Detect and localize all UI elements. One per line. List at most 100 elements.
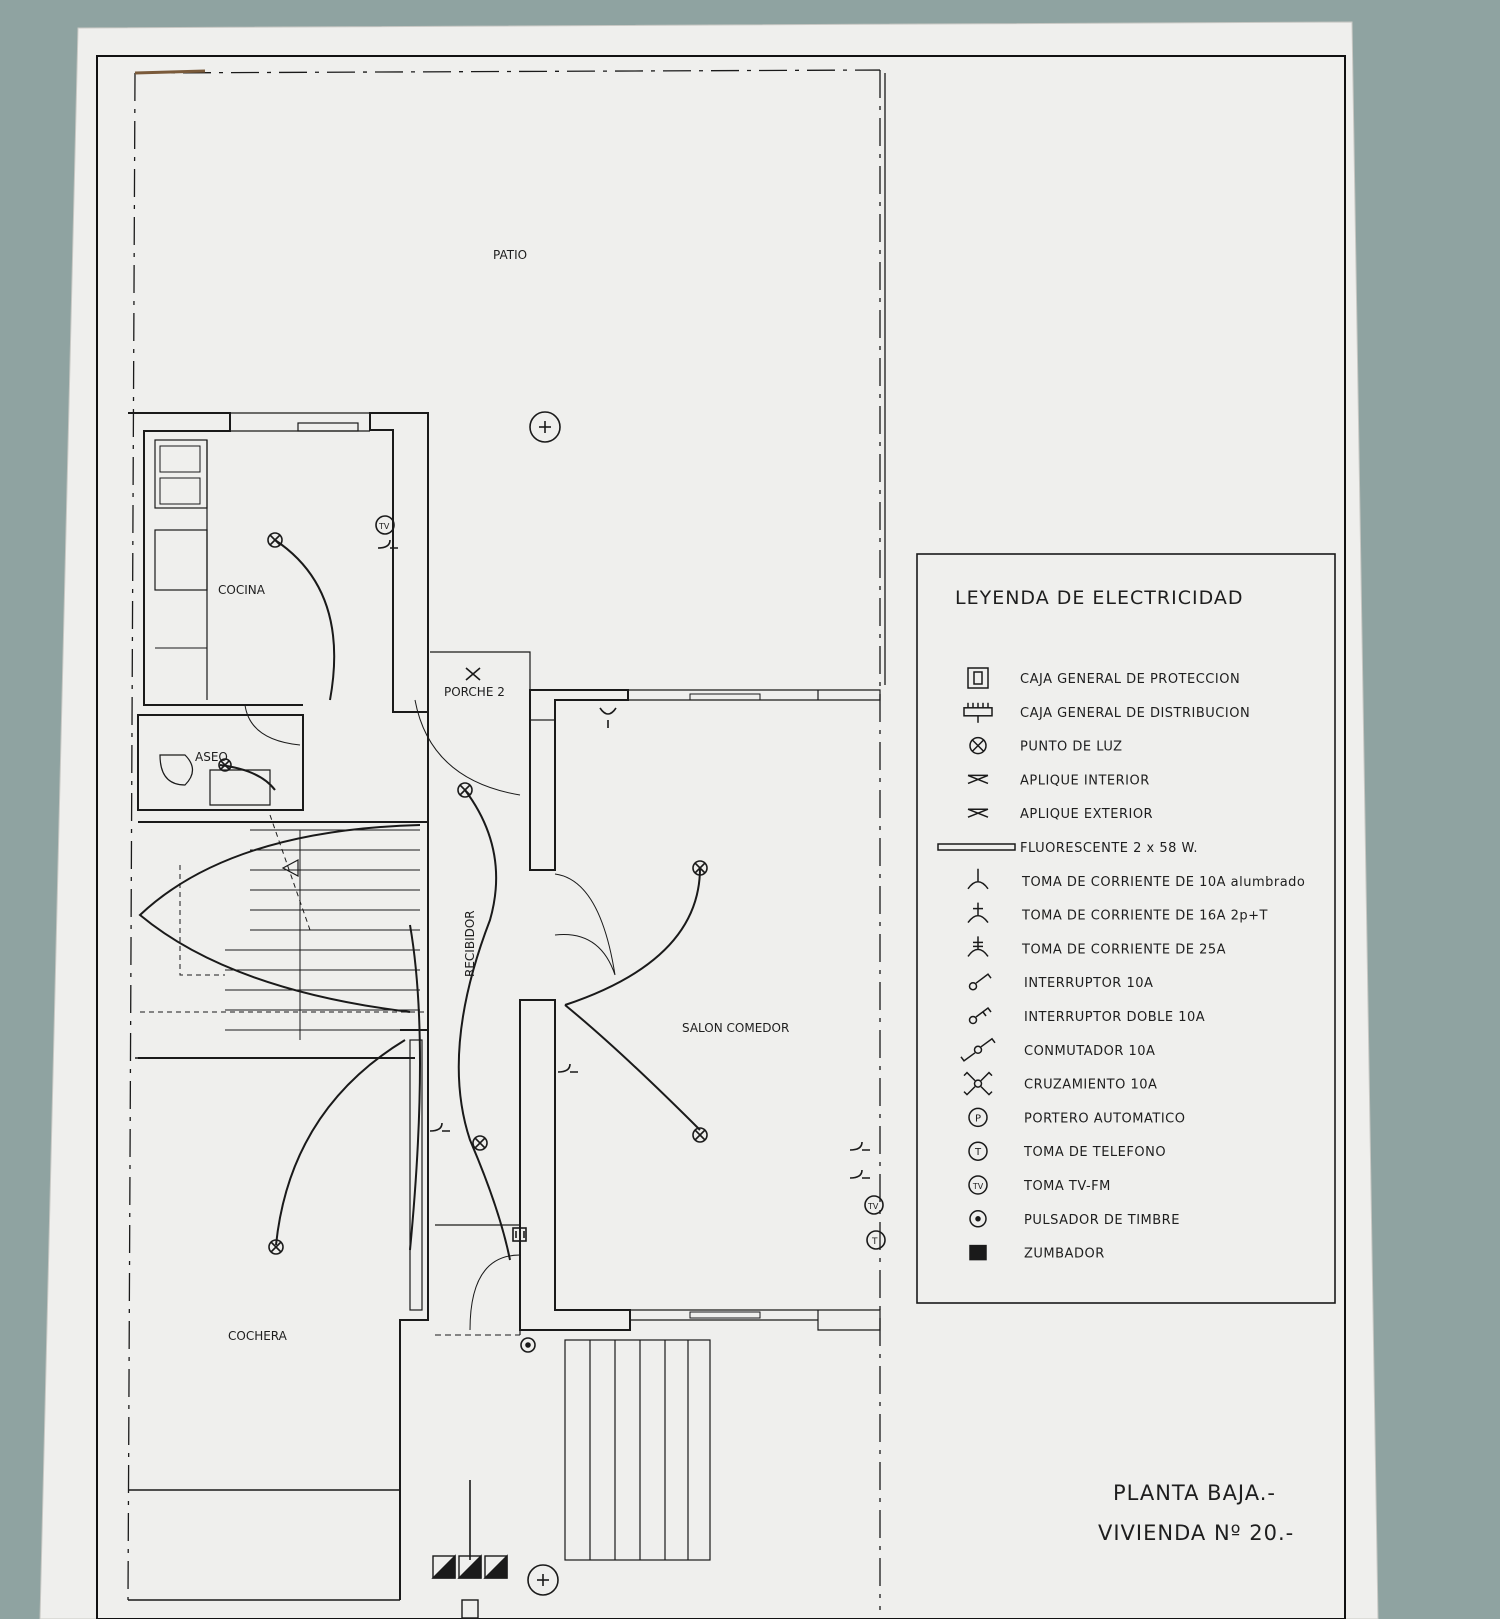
legend-item: TV TOMA TV-FM <box>968 1175 1111 1195</box>
doorbell-icon <box>969 1210 987 1228</box>
legend-title: LEYENDA DE ELECTRICIDAD <box>955 587 1244 609</box>
legend-label: CAJA GENERAL DE PROTECCION <box>1020 672 1240 687</box>
phone-socket-icon <box>866 1230 886 1250</box>
legend-label: PORTERO AUTOMATICO <box>1024 1111 1185 1126</box>
switch-icon <box>968 973 992 991</box>
legend-item: APLIQUE INTERIOR <box>967 773 1150 788</box>
legend-label: APLIQUE INTERIOR <box>1020 773 1150 788</box>
room-label-porch: PORCHE 2 <box>444 685 505 699</box>
legend-item: T TOMA DE TELEFONO <box>968 1141 1166 1161</box>
intercom-icon: P <box>968 1107 988 1128</box>
legend-glyph: T <box>974 1147 982 1158</box>
tv-socket-icon <box>375 515 395 535</box>
legend-label: TOMA DE CORRIENTE DE 10A alumbrado <box>1021 875 1305 890</box>
socket-16a-icon <box>967 902 989 924</box>
sconce-icon <box>465 667 481 681</box>
legend-label: FLUORESCENTE 2 x 58 W. <box>1020 841 1198 856</box>
double-switch-icon <box>968 1006 992 1025</box>
legend-label: TOMA DE CORRIENTE DE 25A <box>1021 942 1226 957</box>
light-point-icon <box>267 532 283 548</box>
socket-icon <box>849 1141 870 1151</box>
legend-item: INTERRUPTOR DOBLE 10A <box>968 1006 1205 1025</box>
legend-label: CONMUTADOR 10A <box>1024 1044 1155 1059</box>
socket-icon <box>377 539 398 549</box>
floor-plan <box>127 69 886 1610</box>
legend-item: PUNTO DE LUZ <box>969 736 1123 755</box>
buzzer-icon <box>512 1227 527 1242</box>
room-label-kitchen: COCINA <box>218 583 266 597</box>
exterior-sconce-icon <box>967 808 989 818</box>
light-point-icon <box>457 782 473 798</box>
exterior-light-icon <box>529 411 561 443</box>
room-label-living-room: SALON COMEDOR <box>682 1021 789 1035</box>
socket-icon <box>849 1169 870 1179</box>
legend-label: CAJA GENERAL DE DISTRIBUCION <box>1020 706 1250 721</box>
legend-label: TOMA DE CORRIENTE DE 16A 2p+T <box>1021 909 1268 924</box>
socket-10a-icon <box>967 868 989 890</box>
legend-label: APLIQUE EXTERIOR <box>1020 807 1153 822</box>
room-label-hall: RECIBIDOR <box>463 910 477 977</box>
legend-item: CAJA GENERAL DE DISTRIBUCION <box>963 702 1250 723</box>
sconce-icon <box>599 707 617 728</box>
property-line <box>127 69 881 1610</box>
light-point-icon <box>218 758 232 772</box>
plan-symbols <box>218 411 886 1619</box>
doorbell-icon <box>520 1337 536 1353</box>
room-label-patio: PATIO <box>493 248 527 262</box>
legend-item: PULSADOR DE TIMBRE <box>969 1210 1180 1228</box>
legend-item: P PORTERO AUTOMATICO <box>968 1107 1185 1128</box>
distribution-box-icon <box>963 702 993 723</box>
fluorescent-icon <box>937 843 1016 851</box>
legend-label: PULSADOR DE TIMBRE <box>1024 1213 1180 1228</box>
legend-item: TOMA DE CORRIENTE DE 25A <box>967 936 1226 957</box>
light-point-icon <box>969 736 987 755</box>
light-point-icon <box>268 1239 284 1255</box>
tv-tag: TV <box>867 1202 879 1211</box>
legend-item: INTERRUPTOR 10A <box>968 973 1153 991</box>
drawing-title: PLANTA BAJA.- <box>1113 1481 1276 1505</box>
commutator-icon <box>960 1037 996 1062</box>
socket-icon <box>557 1063 578 1073</box>
light-point-icon <box>692 860 708 876</box>
legend-label: TOMA DE TELEFONO <box>1023 1145 1166 1160</box>
legend-item: ZUMBADOR <box>969 1244 1105 1262</box>
entrance-steps <box>564 1339 711 1561</box>
exterior-light-icon <box>527 1564 559 1596</box>
legend-label: INTERRUPTOR DOBLE 10A <box>1024 1010 1205 1025</box>
phone-tag: T <box>871 1237 878 1247</box>
legend-box <box>916 553 1336 1304</box>
room-label-toilet: ASEO <box>195 750 228 764</box>
legend-label: PUNTO DE LUZ <box>1020 740 1123 755</box>
socket-25a-icon <box>967 936 989 957</box>
legend-item: TOMA DE CORRIENTE DE 10A alumbrado <box>967 868 1305 890</box>
legend-label: TOMA TV-FM <box>1023 1179 1111 1194</box>
dwelling-number: VIVIENDA Nº 20.- <box>1098 1521 1294 1545</box>
legend-label: ZUMBADOR <box>1024 1247 1105 1262</box>
paper <box>39 21 1379 1619</box>
legend-item: CONMUTADOR 10A <box>960 1037 1155 1062</box>
room-label-garage: COCHERA <box>228 1329 288 1343</box>
electrical-legend: LEYENDA DE ELECTRICIDAD CAJA GENERAL DE … <box>916 553 1336 1304</box>
legend-label: CRUZAMIENTO 10A <box>1024 1078 1157 1093</box>
buzzer-icon <box>969 1244 987 1261</box>
legend-item: FLUORESCENTE 2 x 58 W. <box>937 841 1198 856</box>
sheet-frame <box>96 55 1346 1619</box>
light-point-icon <box>692 1127 708 1143</box>
tv-socket-icon: TV <box>968 1175 988 1195</box>
phone-socket-icon: T <box>968 1141 988 1161</box>
light-point-icon <box>472 1135 488 1151</box>
socket-icon <box>429 1122 450 1132</box>
legend-glyph: TV <box>972 1182 984 1191</box>
interior-sconce-icon <box>967 774 989 785</box>
tv-tag: TV <box>378 522 390 531</box>
tv-socket-icon <box>864 1195 884 1215</box>
legend-item: CRUZAMIENTO 10A <box>963 1071 1157 1096</box>
legend-label: INTERRUPTOR 10A <box>1024 976 1153 991</box>
meter-boxes-icon <box>431 1554 508 1619</box>
crossover-icon <box>963 1071 993 1096</box>
wiring <box>138 539 701 1261</box>
legend-item: TOMA DE CORRIENTE DE 16A 2p+T <box>967 902 1268 924</box>
legend-item: CAJA GENERAL DE PROTECCION <box>967 667 1240 689</box>
legend-item: APLIQUE EXTERIOR <box>967 807 1153 822</box>
